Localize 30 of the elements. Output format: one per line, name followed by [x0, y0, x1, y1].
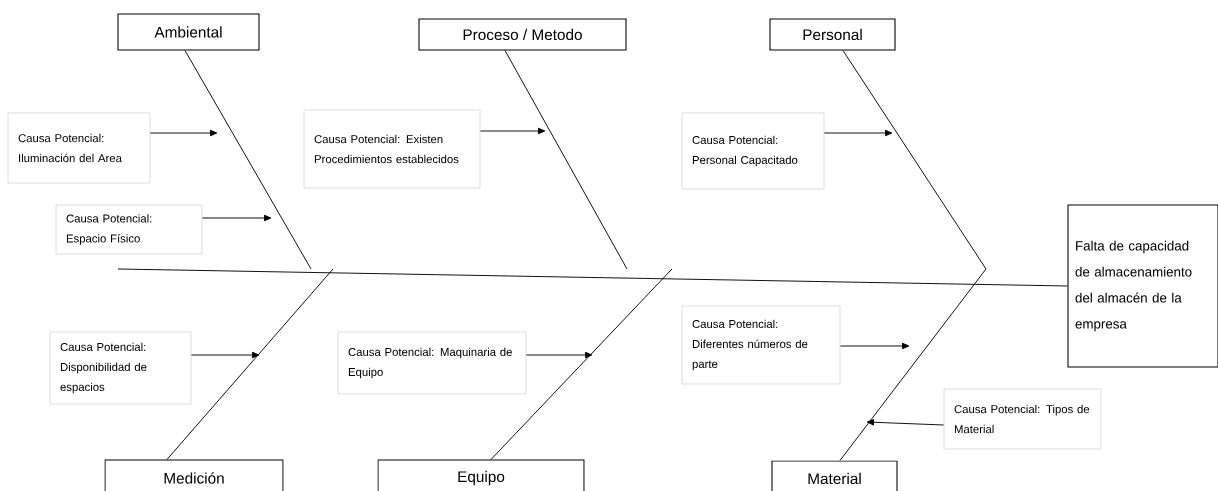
- arrow: [525, 351, 593, 359]
- bone-line: [166, 268, 334, 460]
- bone-line: [490, 268, 673, 460]
- category-box: Proceso / Metodo: [418, 18, 627, 51]
- effect-box: Falta de capacidad de almacenamiento del almacén de la empresa: [1067, 204, 1218, 368]
- arrow: [201, 214, 272, 222]
- category-box: Ambiental: [117, 13, 260, 51]
- arrow: [823, 129, 893, 137]
- cause-box: Causa Potencial: Iluminación del Area: [7, 112, 151, 184]
- bone-line: [839, 268, 987, 461]
- category-box: Material: [771, 460, 898, 491]
- cause-box: Causa Potencial: Personal Capacitado: [681, 112, 825, 190]
- bone-line: [184, 50, 312, 270]
- arrow: [479, 127, 546, 135]
- cause-box: Causa Potencial: Tipos de Material: [943, 388, 1102, 450]
- arrow: [190, 351, 260, 359]
- spine-line: [117, 268, 1068, 287]
- cause-box: Causa Potencial: Diferentes números de parte: [681, 305, 841, 385]
- cause-box: Causa Potencial: Espacio Físico: [55, 204, 203, 255]
- arrow: [149, 129, 218, 137]
- bone-line: [504, 50, 628, 270]
- arrow: [866, 419, 945, 426]
- cause-box: Causa Potencial: Maquinaria de Equipo: [337, 331, 527, 395]
- category-box: Medición: [104, 459, 284, 491]
- category-box: Personal: [769, 18, 896, 51]
- cause-box: Causa Potencial: Disponibilidad de espacios: [49, 331, 192, 405]
- bone-line: [842, 50, 987, 270]
- category-box: Equipo: [377, 459, 585, 491]
- cause-box: Causa Potencial: Existen Procedimientos establecidos: [303, 109, 481, 189]
- arrow: [839, 342, 910, 350]
